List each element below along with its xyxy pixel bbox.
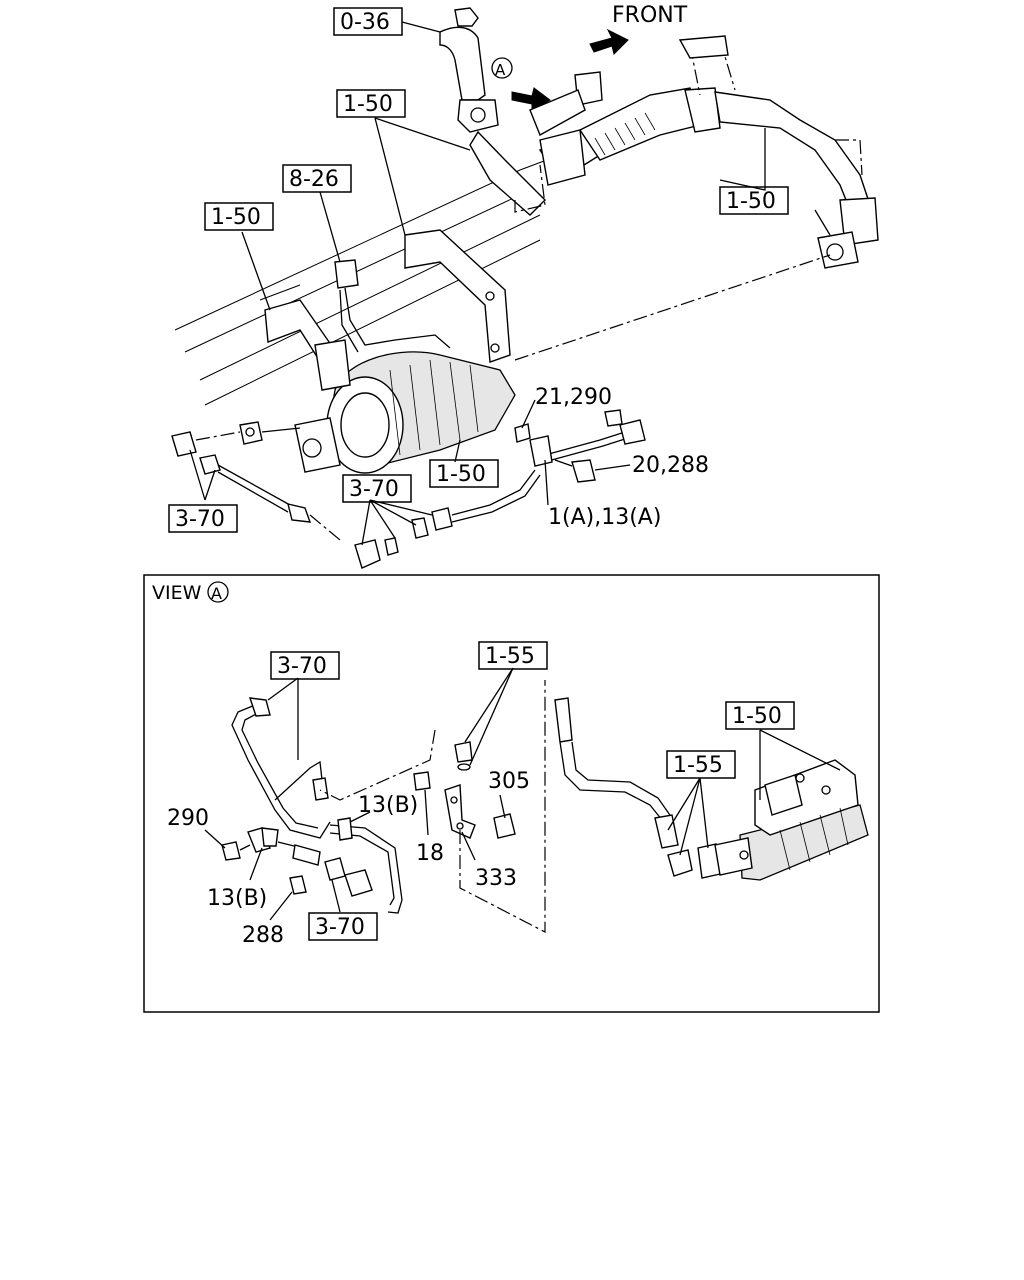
converter-hanger-left <box>264 299 351 391</box>
ref-box-1-55-right: 1-55 <box>666 750 736 779</box>
svg-text:3-70: 3-70 <box>277 654 327 679</box>
callout-290: 290 <box>167 806 209 831</box>
ref-box-1-50-right: 1-50 <box>719 186 789 215</box>
callout-1a-13a: 1(A),13(A) <box>548 505 661 530</box>
view-a-marker-label: A <box>495 61 506 79</box>
front-arrow: FRONT <box>589 3 688 55</box>
bracket-nut-bolt <box>514 423 596 483</box>
inlet-flange <box>171 421 301 457</box>
callout-288: 288 <box>242 923 284 948</box>
svg-text:1-50: 1-50 <box>343 92 393 117</box>
svg-text:0-36: 0-36 <box>340 10 390 35</box>
view-a-title-marker: A <box>211 584 222 603</box>
svg-text:1-55: 1-55 <box>673 753 723 778</box>
ref-box-1-50-left: 1-50 <box>204 202 274 231</box>
callout-13b-top: 13(B) <box>358 793 418 818</box>
ref-box-1-50-view-a: 1-50 <box>725 701 795 730</box>
intermediate-pipe <box>538 35 879 269</box>
exhaust-down-pipe <box>439 7 546 216</box>
ref-box-3-70-bottom: 3-70 <box>308 912 378 941</box>
view-a-dpf-body <box>714 759 869 881</box>
callout-13b-bottom: 13(B) <box>207 886 267 911</box>
front-label: FRONT <box>612 3 688 28</box>
svg-text:1-50: 1-50 <box>726 189 776 214</box>
catalytic-converter <box>294 351 516 474</box>
view-a-marker: A <box>491 57 551 111</box>
ref-box-3-70-mid: 3-70 <box>342 474 412 503</box>
ref-box-3-70-left: 3-70 <box>168 504 238 533</box>
ref-box-0-36: 0-36 <box>333 7 403 36</box>
view-a-panel: VIEW A <box>143 574 880 1013</box>
view-a-sensor-tube <box>231 697 403 914</box>
view-a-leader-lines <box>204 667 841 921</box>
sensor-harness <box>334 259 451 353</box>
svg-text:3-70: 3-70 <box>315 915 365 940</box>
ref-box-3-70-top: 3-70 <box>270 651 340 680</box>
callout-21-290: 21,290 <box>535 385 612 410</box>
ref-box-8-26: 8-26 <box>282 164 352 193</box>
svg-text:3-70: 3-70 <box>349 477 399 502</box>
main-leader-lines <box>189 21 831 546</box>
svg-text:1-50: 1-50 <box>732 704 782 729</box>
callout-18: 18 <box>416 841 444 866</box>
view-a-bracket-333 <box>319 680 546 933</box>
view-a-frame <box>143 574 880 1013</box>
view-a-hose <box>554 697 721 879</box>
pipe-hanger-bracket <box>514 89 586 213</box>
callout-333: 333 <box>475 866 517 891</box>
svg-text:8-26: 8-26 <box>289 167 339 192</box>
svg-text:1-50: 1-50 <box>211 205 261 230</box>
sensor-pipe-right <box>411 409 646 539</box>
view-a-title: VIEW <box>152 582 202 604</box>
callout-20-288: 20,288 <box>632 453 709 478</box>
ref-box-1-50-bottom: 1-50 <box>429 459 499 488</box>
converter-hanger-right <box>404 229 511 363</box>
view-a-clamps <box>221 817 353 895</box>
ref-box-1-55-top: 1-55 <box>478 641 548 670</box>
callout-305: 305 <box>488 769 530 794</box>
sensor-pipe-left <box>199 454 399 569</box>
svg-text:1-50: 1-50 <box>436 462 486 487</box>
main-view: FRONT A <box>168 3 879 569</box>
ref-box-1-50-top: 1-50 <box>336 89 406 118</box>
svg-text:1-55: 1-55 <box>485 644 535 669</box>
svg-text:3-70: 3-70 <box>175 507 225 532</box>
